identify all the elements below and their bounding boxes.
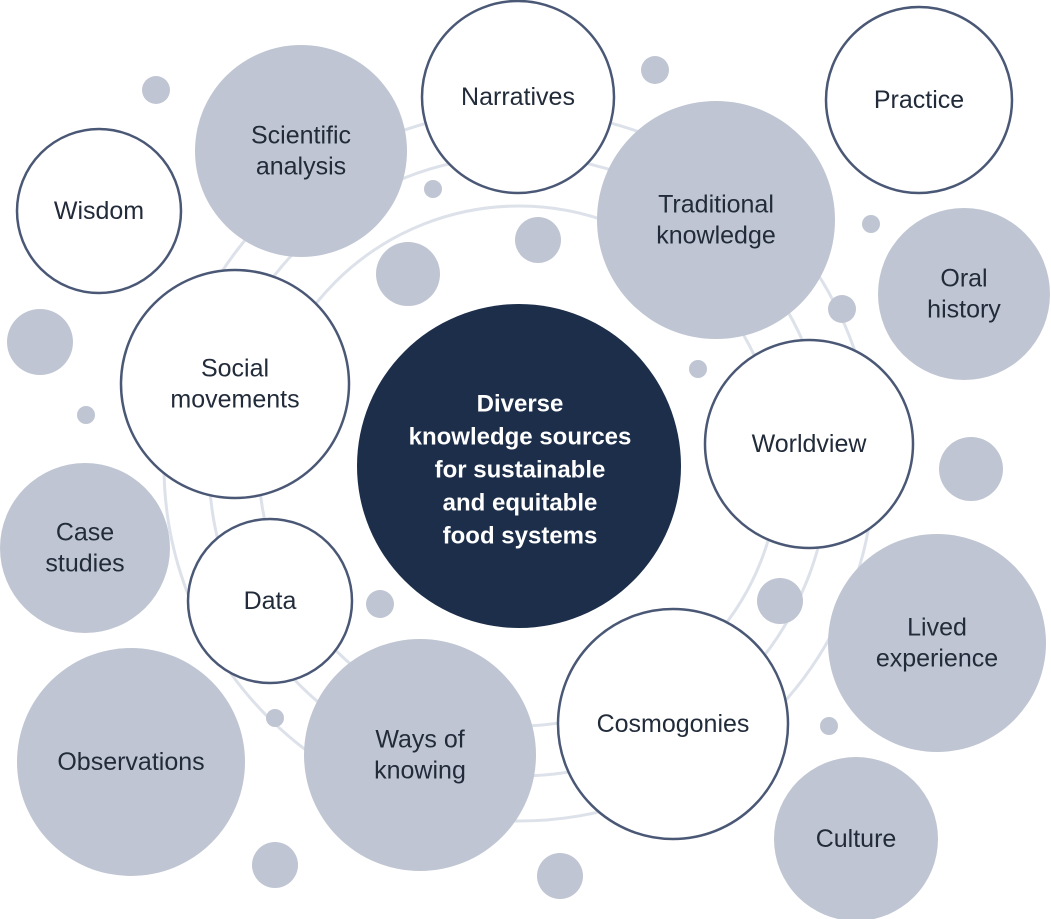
bubble-circle bbox=[774, 757, 938, 919]
bubble-scientific-analysis: Scientific analysis bbox=[195, 45, 407, 257]
bubble-label: Social bbox=[201, 355, 269, 383]
bubble-label: Worldview bbox=[752, 430, 868, 458]
decorative-dot bbox=[424, 180, 442, 198]
decorative-dot bbox=[266, 709, 284, 727]
bubble-label: Narratives bbox=[461, 83, 575, 111]
decorative-dot bbox=[7, 309, 73, 375]
bubble-worldview: Worldview bbox=[703, 338, 915, 550]
bubble-circle bbox=[420, 0, 616, 195]
bubble-label: Oral bbox=[940, 265, 987, 293]
decorative-dot bbox=[77, 406, 95, 424]
bubble-label: Wisdom bbox=[54, 197, 144, 225]
bubble-label: experience bbox=[876, 645, 998, 673]
bubble-circle bbox=[17, 648, 245, 876]
decorative-dot bbox=[939, 437, 1003, 501]
center-label: and equitable bbox=[443, 490, 598, 517]
bubble-label: Culture bbox=[816, 825, 897, 853]
bubble-circle bbox=[186, 517, 354, 685]
decorative-dot bbox=[689, 360, 707, 378]
decorative-dot bbox=[641, 56, 669, 84]
bubble-lived-experience: Lived experience bbox=[828, 534, 1046, 752]
center-label: knowledge sources bbox=[409, 424, 632, 451]
bubble-label: knowledge bbox=[656, 222, 776, 250]
bubble-data: Data bbox=[186, 517, 354, 685]
decorative-dot bbox=[862, 215, 880, 233]
bubble-label: Cosmogonies bbox=[597, 710, 750, 738]
bubble-narratives: Narratives bbox=[420, 0, 616, 195]
center-bubble: Diverse knowledge sources for sustainable a… bbox=[357, 304, 681, 628]
bubble-oral-history: Oral history bbox=[878, 208, 1050, 380]
bubble-label: Observations bbox=[57, 748, 204, 776]
bubble-circle bbox=[597, 101, 835, 339]
decorative-dot bbox=[366, 590, 394, 618]
bubble-label: Ways of bbox=[375, 726, 464, 754]
bubble-label: Case bbox=[56, 519, 114, 547]
bubble-traditional-knowledge: Traditional knowledge bbox=[597, 101, 835, 339]
bubble-circle bbox=[15, 127, 183, 295]
bubble-circle bbox=[195, 45, 407, 257]
decorative-dot bbox=[376, 242, 440, 306]
bubble-circle bbox=[828, 534, 1046, 752]
center-label: for sustainable bbox=[435, 457, 606, 484]
bubble-social-movements: Social movements bbox=[119, 268, 351, 500]
decorative-dot bbox=[142, 76, 170, 104]
bubble-label: movements bbox=[170, 386, 299, 414]
bubble-cosmogonies: Cosmogonies bbox=[556, 607, 790, 841]
decorative-dot bbox=[252, 842, 298, 888]
decorative-dot bbox=[537, 853, 583, 899]
bubble-label: Scientific bbox=[251, 122, 351, 150]
bubble-circle bbox=[824, 5, 1014, 195]
decorative-dot bbox=[820, 717, 838, 735]
center-label: Diverse bbox=[477, 391, 564, 418]
bubble-circle bbox=[304, 639, 536, 871]
decorative-dots bbox=[7, 56, 1003, 899]
bubble-circle bbox=[556, 607, 790, 841]
bubble-circle bbox=[119, 268, 351, 500]
bubble-label: Practice bbox=[874, 86, 964, 114]
bubble-circle bbox=[878, 208, 1050, 380]
bubble-label: knowing bbox=[374, 757, 466, 785]
bubble-label: analysis bbox=[256, 153, 346, 181]
bubble-practice: Practice bbox=[824, 5, 1014, 195]
bubble-label: history bbox=[927, 296, 1001, 324]
bubble-label: Lived bbox=[907, 614, 967, 642]
bubble-label: Traditional bbox=[658, 191, 774, 219]
center-label: food systems bbox=[443, 523, 598, 550]
bubble-circle bbox=[703, 338, 915, 550]
decorative-dot bbox=[757, 578, 803, 624]
center-circle bbox=[357, 304, 681, 628]
bubble-label: Data bbox=[244, 587, 297, 615]
bubble-circle bbox=[0, 463, 170, 633]
decorative-dot bbox=[828, 295, 856, 323]
bubble-wisdom: Wisdom bbox=[15, 127, 183, 295]
bubble-label: studies bbox=[45, 550, 124, 578]
decorative-dot bbox=[515, 217, 561, 263]
bubble-observations: Observations bbox=[17, 648, 245, 876]
bubble-case-studies: Case studies bbox=[0, 463, 170, 633]
bubble-ways-of-knowing: Ways of knowing bbox=[304, 639, 536, 871]
bubble-culture: Culture bbox=[774, 757, 938, 919]
